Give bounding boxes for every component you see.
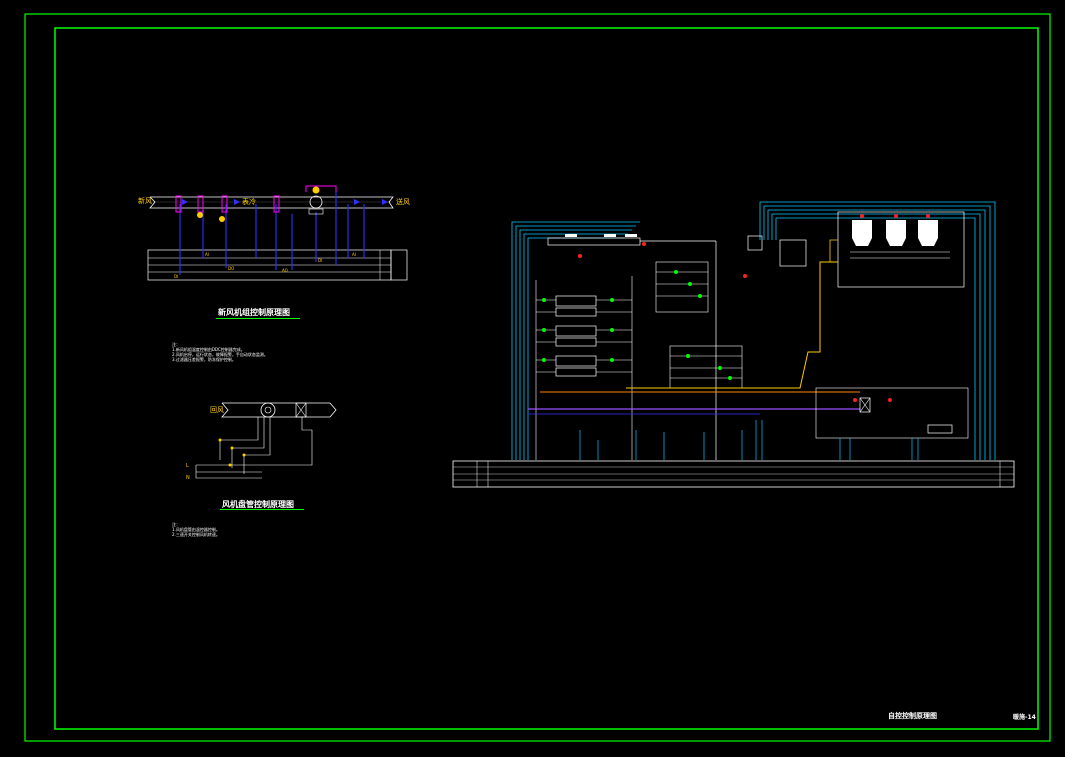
fcu-switch-label-l: L bbox=[186, 463, 189, 469]
fcu-notes: 注： 1.风机盘管由温控器控制。 2.三速开关控制风机转速。 bbox=[172, 522, 220, 537]
cooling-tower-frame bbox=[837, 211, 965, 288]
note-line: 1.风机盘管由温控器控制。 bbox=[172, 527, 220, 532]
inner-frame bbox=[54, 27, 1039, 730]
note-line: 注： bbox=[172, 342, 180, 347]
fresh-air-unit-diagram: DI AI DO AO DI AI bbox=[147, 185, 408, 281]
svg-text:DO: DO bbox=[228, 266, 234, 271]
plant-diagram bbox=[452, 201, 1015, 488]
svg-text:AI: AI bbox=[205, 252, 209, 257]
svg-text:AO: AO bbox=[282, 268, 288, 273]
condenser-water-line bbox=[626, 261, 838, 389]
title-block-name: 自控控制原理图 bbox=[888, 712, 937, 720]
svg-text:DI: DI bbox=[174, 274, 178, 279]
fresh-air-inlet-label: 新风 bbox=[138, 197, 152, 205]
fresh-air-section-label: 表冷 bbox=[242, 198, 256, 206]
drawing-number: 暖施-14 bbox=[1013, 714, 1036, 721]
outer-frame bbox=[24, 13, 1051, 742]
note-line: 3.过滤器压差报警，防冻保护控制。 bbox=[172, 357, 236, 362]
note-line: 注： bbox=[172, 522, 180, 527]
note-line: 2.风机启停，运行状态，故障报警，手自动状态监测。 bbox=[172, 352, 268, 357]
fcu-title: 风机盘管控制原理图 bbox=[222, 500, 294, 509]
note-line: 1.新风机组温度控制由DDC控制器完成。 bbox=[172, 347, 245, 352]
svg-text:DI: DI bbox=[318, 258, 322, 263]
svg-text:AI: AI bbox=[352, 252, 356, 257]
fcu-title-underline bbox=[220, 509, 304, 510]
fcu-switch-label-n: N bbox=[186, 475, 190, 481]
chillers bbox=[555, 295, 597, 377]
fcu-diagram bbox=[195, 402, 337, 479]
fresh-air-notes: 注： 1.新风机组温度控制由DDC控制器完成。 2.风机启停，运行状态，故障报警… bbox=[172, 342, 268, 362]
pump-groups bbox=[655, 261, 743, 389]
cooling-towers bbox=[852, 220, 938, 246]
fresh-air-outlet-label: 送风 bbox=[396, 198, 410, 206]
note-line: 2.三速开关控制风机转速。 bbox=[172, 532, 220, 537]
fan-symbol bbox=[309, 195, 323, 209]
fcu-inlet-label: 回风 bbox=[210, 406, 224, 414]
fresh-air-title-underline bbox=[216, 318, 300, 319]
fresh-air-unit-title: 新风机组控制原理图 bbox=[218, 308, 290, 317]
